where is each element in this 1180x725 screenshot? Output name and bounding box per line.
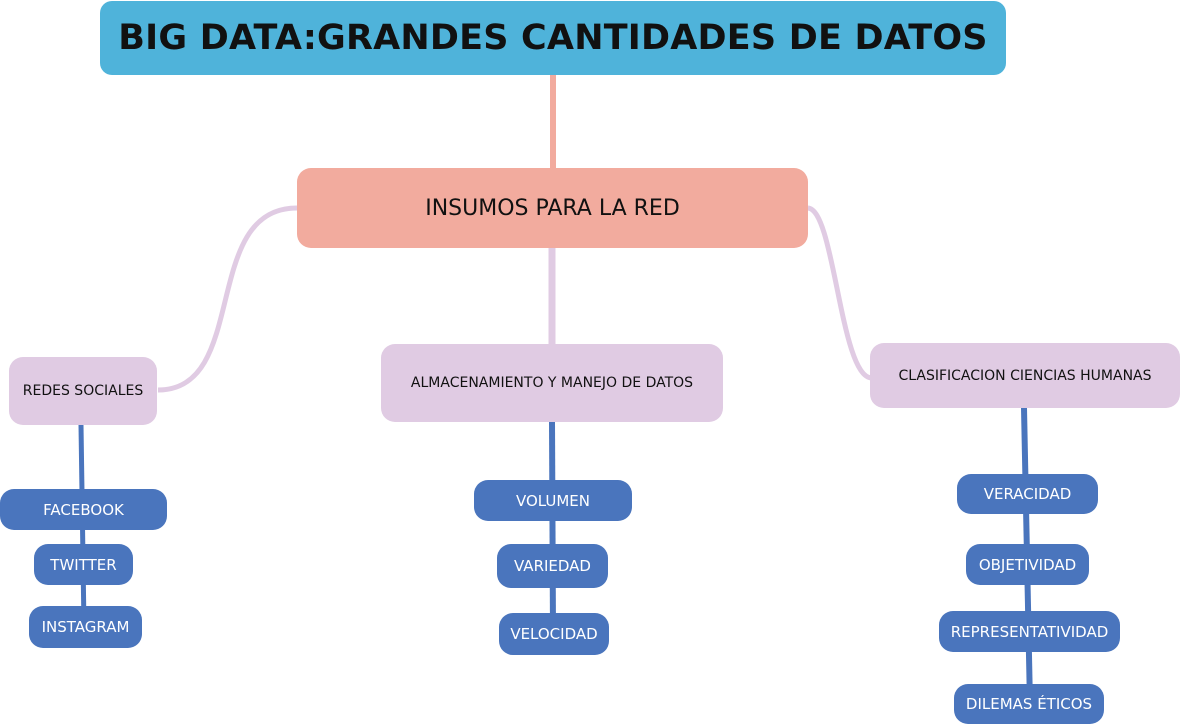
leaf-label: VARIEDAD <box>514 557 591 575</box>
category-label: ALMACENAMIENTO Y MANEJO DE DATOS <box>410 375 694 391</box>
category-clasificacion: CLASIFICACION CIENCIAS HUMANAS <box>870 343 1180 408</box>
root-topic: BIG DATA:GRANDES CANTIDADES DE DATOS <box>100 1 1006 75</box>
leaf-label: VELOCIDAD <box>510 625 598 643</box>
leaf-volumen: VOLUMEN <box>474 480 632 521</box>
leaf-instagram: INSTAGRAM <box>29 606 142 648</box>
leaf-label: TWITTER <box>50 555 117 574</box>
category-almacenamiento: ALMACENAMIENTO Y MANEJO DE DATOS <box>381 344 723 422</box>
leaf-label: VOLUMEN <box>515 491 591 510</box>
leaf-label: REPRESENTATIVIDAD <box>950 622 1109 641</box>
leaf-representatividad: REPRESENTATIVIDAD <box>939 611 1120 652</box>
link-hub-redes <box>157 205 298 393</box>
leaf-label: VERACIDAD <box>983 485 1072 503</box>
leaf-dilemas-eticos: DILEMAS ÉTICOS <box>954 684 1104 724</box>
leaf-facebook: FACEBOOK <box>0 489 167 530</box>
hub-topic-label: INSUMOS PARA LA RED <box>425 195 680 221</box>
hub-topic: INSUMOS PARA LA RED <box>297 168 808 248</box>
link-hub-clasificacion <box>807 205 873 381</box>
root-topic-label: BIG DATA:GRANDES CANTIDADES DE DATOS <box>118 18 988 58</box>
leaf-twitter: TWITTER <box>34 544 133 585</box>
leaf-label: DILEMAS ÉTICOS <box>965 695 1093 713</box>
category-label: REDES SOCIALES <box>22 383 144 399</box>
leaf-velocidad: VELOCIDAD <box>499 613 609 655</box>
leaf-label: INSTAGRAM <box>41 618 130 636</box>
category-label: CLASIFICACION CIENCIAS HUMANAS <box>898 367 1152 384</box>
category-redes-sociales: REDES SOCIALES <box>9 357 157 425</box>
leaf-variedad: VARIEDAD <box>497 544 608 588</box>
leaf-objetividad: OBJETIVIDAD <box>966 544 1089 585</box>
leaf-label: OBJETIVIDAD <box>978 555 1077 574</box>
leaf-veracidad: VERACIDAD <box>957 474 1098 514</box>
link-almacenamiento-leaves <box>549 421 556 634</box>
leaf-label: FACEBOOK <box>43 500 124 519</box>
